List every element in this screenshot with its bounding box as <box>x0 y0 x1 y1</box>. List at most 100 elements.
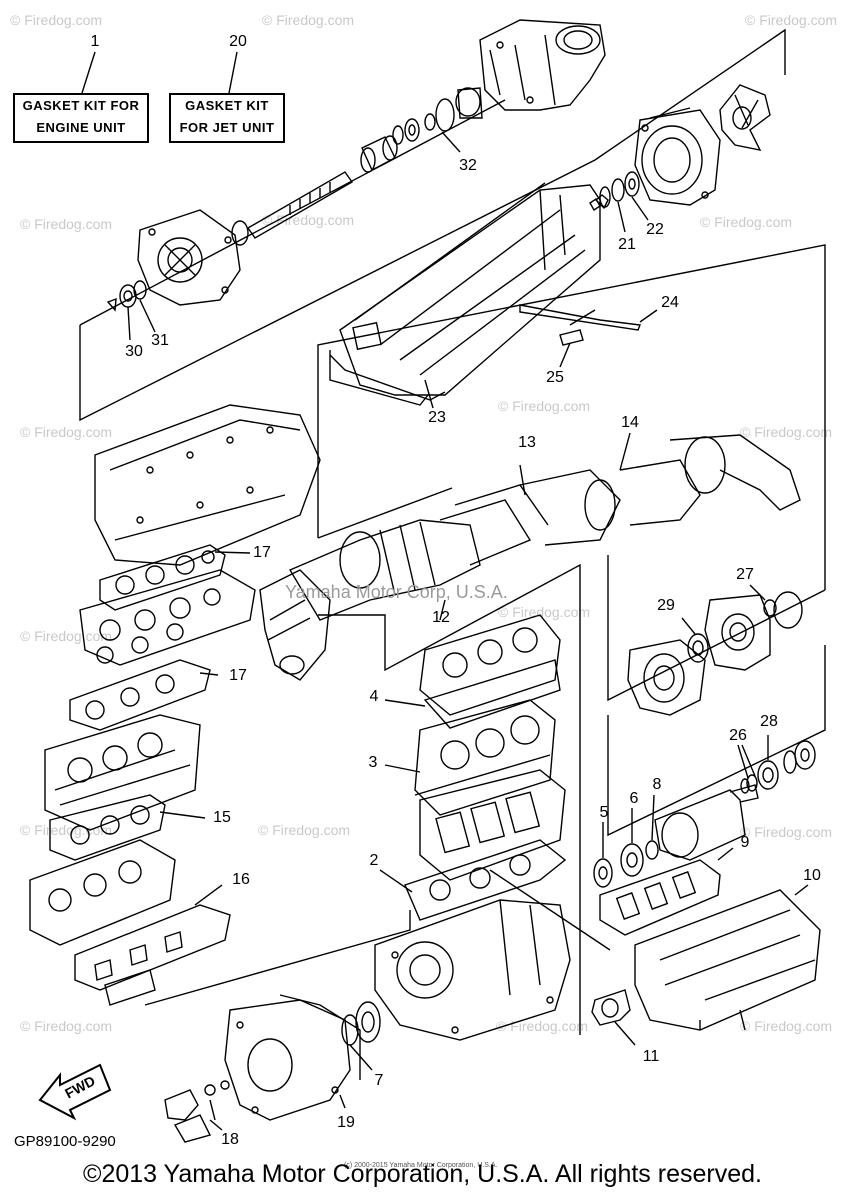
leader-line <box>159 811 206 819</box>
leader-line <box>228 51 238 94</box>
callout-5: 5 <box>599 804 609 821</box>
exhaust-frame-line <box>317 244 826 590</box>
crank-frame-line <box>607 645 826 837</box>
watermark: © Firedog.com <box>498 604 591 620</box>
callout-20: 20 <box>229 33 247 50</box>
jet-frame-line <box>79 28 786 422</box>
cylinder-gasket-4 <box>419 614 561 729</box>
gasket-kit-jet-label: GASKET KIT FOR JET UNIT <box>169 93 285 143</box>
callout-17b: 17 <box>229 667 247 684</box>
callout-18: 18 <box>221 1131 239 1148</box>
leader-line <box>794 884 809 896</box>
jet-frame-line <box>79 99 506 326</box>
callout-25: 25 <box>546 369 564 386</box>
tiny-credit: (c) 2000-2015 Yamaha Motor Corporation, … <box>344 1162 498 1169</box>
callout-21: 21 <box>618 236 636 253</box>
exhaust-cover-10 <box>634 889 821 1031</box>
intake-duct <box>329 182 601 406</box>
bearing-29 <box>687 633 709 663</box>
leader-line <box>681 617 696 635</box>
watermark: © Firedog.com <box>20 628 113 644</box>
callout-30: 30 <box>125 343 143 360</box>
center-credit-watermark: Yamaha Motor Corp, U.S.A. <box>285 582 508 602</box>
watermark: © Firedog.com <box>740 824 833 840</box>
callout-9: 9 <box>740 834 750 851</box>
leader-line <box>737 744 749 779</box>
leader-line <box>194 884 223 906</box>
leader-line <box>424 379 434 409</box>
reed-valve-assembly <box>29 839 231 1006</box>
exhaust-frame-line <box>317 487 453 539</box>
cover-11 <box>591 989 631 1026</box>
watermark: © Firedog.com <box>745 12 838 28</box>
leader-line <box>209 1119 223 1131</box>
o-ring-27b <box>763 599 777 617</box>
kit-jet-line2: FOR JET UNIT <box>179 120 275 135</box>
jet-pump-housing <box>479 19 606 111</box>
nozzle-ring-32 <box>435 87 483 132</box>
leader-line <box>651 794 655 841</box>
pump-cover <box>704 594 771 671</box>
leader-line <box>489 869 611 951</box>
callout-14: 14 <box>621 414 639 431</box>
callout-31: 31 <box>151 332 169 349</box>
leader-line <box>617 201 626 233</box>
callout-19: 19 <box>337 1114 355 1131</box>
watermark: © Firedog.com <box>258 822 351 838</box>
callout-16: 16 <box>232 871 250 888</box>
leader-line <box>127 306 131 341</box>
leader-line <box>214 551 251 554</box>
watermark: © Firedog.com <box>20 1018 113 1034</box>
callout-17a: 17 <box>253 544 271 561</box>
callout-28: 28 <box>760 713 778 730</box>
watermark: © Firedog.com <box>700 214 793 230</box>
impeller <box>719 84 771 151</box>
watermark: © Firedog.com <box>740 424 833 440</box>
watermark: © Firedog.com <box>20 216 113 232</box>
leader-line <box>631 196 649 221</box>
callout-24: 24 <box>661 294 679 311</box>
fwd-arrow-icon <box>38 1063 112 1121</box>
callout-26: 26 <box>729 727 747 744</box>
cylinder-block <box>414 699 556 816</box>
callout-6: 6 <box>629 790 639 807</box>
leader-line <box>384 764 421 773</box>
o-ring-27 <box>773 591 803 629</box>
callout-27: 27 <box>736 566 754 583</box>
leader-line <box>439 599 446 621</box>
kit-jet-line1: GASKET KIT <box>185 98 269 113</box>
leader-line <box>379 869 413 893</box>
crank-seals <box>740 740 816 794</box>
leader-line <box>749 584 766 601</box>
leader-line <box>339 1094 346 1109</box>
leader-line <box>569 309 596 326</box>
watermark: © Firedog.com <box>10 12 103 28</box>
callout-4: 4 <box>369 688 379 705</box>
callout-10: 10 <box>803 867 821 884</box>
leader-line <box>717 847 734 861</box>
head-gasket-large <box>79 569 256 666</box>
callout-11: 11 <box>642 1048 660 1065</box>
exhaust-pipe <box>259 434 801 681</box>
intermediate-housing <box>106 209 241 312</box>
leader-line <box>139 299 156 333</box>
callout-22: 22 <box>646 221 664 238</box>
pump-housing <box>627 639 706 716</box>
watermark: © Firedog.com <box>262 12 355 28</box>
leader-line <box>349 1044 373 1071</box>
kit-engine-line1: GASKET KIT FOR <box>22 98 140 113</box>
crankcase-upper <box>419 769 566 881</box>
crankcase-lower <box>374 899 571 1041</box>
head-gasket-17a <box>99 544 226 611</box>
watermark: © Firedog.com <box>740 1018 833 1034</box>
starter-parts <box>164 1080 230 1143</box>
engine-frame-line <box>318 563 581 1035</box>
leader-line <box>81 51 96 94</box>
leader-line <box>559 342 571 368</box>
leader-line <box>741 744 756 777</box>
lower-frame-line <box>144 910 411 1006</box>
callout-3: 3 <box>368 754 378 771</box>
callout-13: 13 <box>518 434 536 451</box>
drive-shaft <box>231 171 354 246</box>
